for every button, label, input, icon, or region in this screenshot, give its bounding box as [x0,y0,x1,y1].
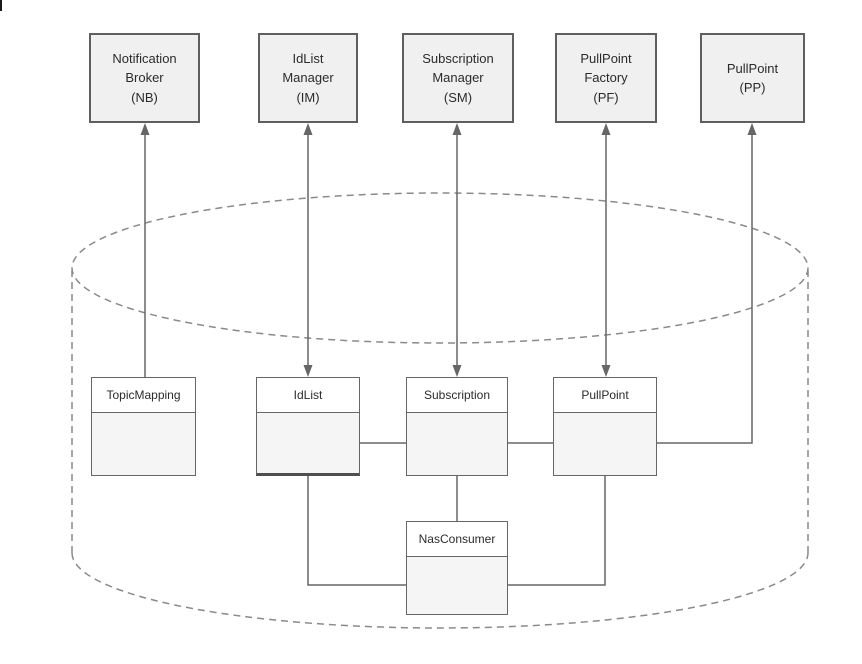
screen-corner-artifact [0,0,2,11]
arrowhead-down-idlist [303,365,313,377]
entity-title: Subscription [407,378,507,413]
node-pullpoint-factory: PullPoint Factory (PF) [555,33,657,123]
node-idlist-manager: IdList Manager (IM) [258,33,358,123]
arrowhead-down-subscription [452,365,462,377]
node-label: PullPoint (PP) [726,60,779,96]
arrowhead-up-nb [140,123,150,135]
entity-title: PullPoint [554,378,656,413]
node-subscription-manager: Subscription Manager (SM) [402,33,514,123]
entity-title: TopicMapping [92,378,195,413]
cylinder-bottom-arc [71,552,809,629]
edge-idlist-nasconsumer [307,476,406,586]
entity-nasconsumer: NasConsumer [406,521,508,615]
entity-pullpoint: PullPoint [553,377,657,476]
arrowhead-down-pullpoint [601,365,611,377]
entity-idlist: IdList [256,377,360,476]
arrowhead-up-pp [747,123,757,135]
arrowhead-up-im [303,123,313,135]
arrowhead-up-pf [601,123,611,135]
entity-subscription: Subscription [406,377,508,476]
arrowhead-up-sm [452,123,462,135]
entity-title: NasConsumer [407,522,507,557]
node-notification-broker: Notification Broker (NB) [89,33,200,123]
database-cylinder [71,192,809,629]
node-label: Subscription Manager (SM) [422,50,494,105]
node-label: PullPoint Factory (PF) [580,50,632,105]
entity-topicmapping: TopicMapping [91,377,196,476]
node-pullpoint: PullPoint (PP) [700,33,805,123]
node-label: IdList Manager (IM) [282,50,334,105]
node-label: Notification Broker (NB) [112,50,177,105]
edge-pullpoint-nasconsumer [508,476,606,586]
entity-title: IdList [257,378,359,413]
edge-pullpoint-pp [657,134,753,444]
connectors [144,134,753,586]
arrowheads [140,123,757,377]
cylinder-top-ellipse [71,192,809,344]
